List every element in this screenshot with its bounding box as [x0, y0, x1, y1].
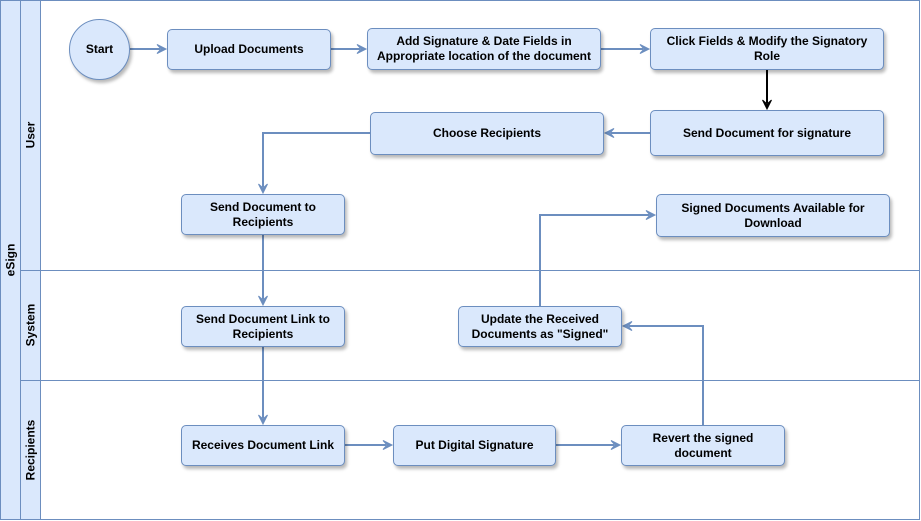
edge-arrowhead	[156, 44, 168, 54]
edge-revert-signed-to-update-signed	[621, 321, 704, 425]
edge-choose-recipients-to-send-to-recipients	[258, 132, 370, 195]
click-fields-node[interactable]: Click Fields & Modify the Signatory Role	[650, 28, 884, 70]
update-signed-node[interactable]: Update the Received Documents as "Signed…	[458, 306, 622, 347]
edge-upload-to-add-fields	[331, 44, 368, 54]
add-fields-node[interactable]: Add Signature & Date Fields in Appropria…	[367, 28, 601, 70]
choose-recipients-node[interactable]: Choose Recipients	[370, 112, 604, 155]
edge-update-signed-to-signed-available	[539, 210, 657, 306]
edge-receive-link-to-put-signature	[345, 440, 394, 450]
edge-put-signature-to-revert-signed	[556, 440, 622, 450]
send-for-signature-node[interactable]: Send Document for signature	[650, 110, 884, 156]
send-link-node[interactable]: Send Document Link to Recipients	[181, 306, 345, 347]
signed-available-node[interactable]: Signed Documents Available for Download	[656, 194, 890, 237]
put-signature-node[interactable]: Put Digital Signature	[393, 425, 556, 466]
edge-start-to-upload	[130, 44, 168, 54]
edge-line	[629, 325, 704, 425]
edge-arrowhead	[258, 414, 268, 426]
edge-arrowhead	[762, 99, 772, 111]
edge-send-for-sig-to-choose-recipients	[603, 128, 650, 138]
edge-add-fields-to-click-fields	[601, 44, 651, 54]
edge-line	[262, 132, 370, 187]
edge-arrowhead	[356, 44, 368, 54]
start-node[interactable]: Start	[69, 19, 130, 80]
edge-arrowhead	[645, 210, 657, 220]
edge-send-link-to-receive-link	[258, 347, 268, 426]
edge-arrowhead	[621, 321, 633, 331]
send-to-recipients-node[interactable]: Send Document to Recipients	[181, 194, 345, 235]
revert-signed-node[interactable]: Revert the signed document	[621, 425, 785, 466]
edge-arrowhead	[610, 440, 622, 450]
edge-arrowhead	[258, 295, 268, 307]
edge-line	[539, 214, 649, 306]
edge-click-fields-to-send-for-sig	[762, 70, 772, 111]
upload-documents-node[interactable]: Upload Documents	[167, 29, 331, 70]
receive-link-node[interactable]: Receives Document Link	[181, 425, 345, 466]
edge-arrowhead	[258, 183, 268, 195]
edge-arrowhead	[603, 128, 615, 138]
edge-arrowhead	[382, 440, 394, 450]
edge-send-to-recipients-to-send-link	[258, 235, 268, 307]
edge-arrowhead	[639, 44, 651, 54]
